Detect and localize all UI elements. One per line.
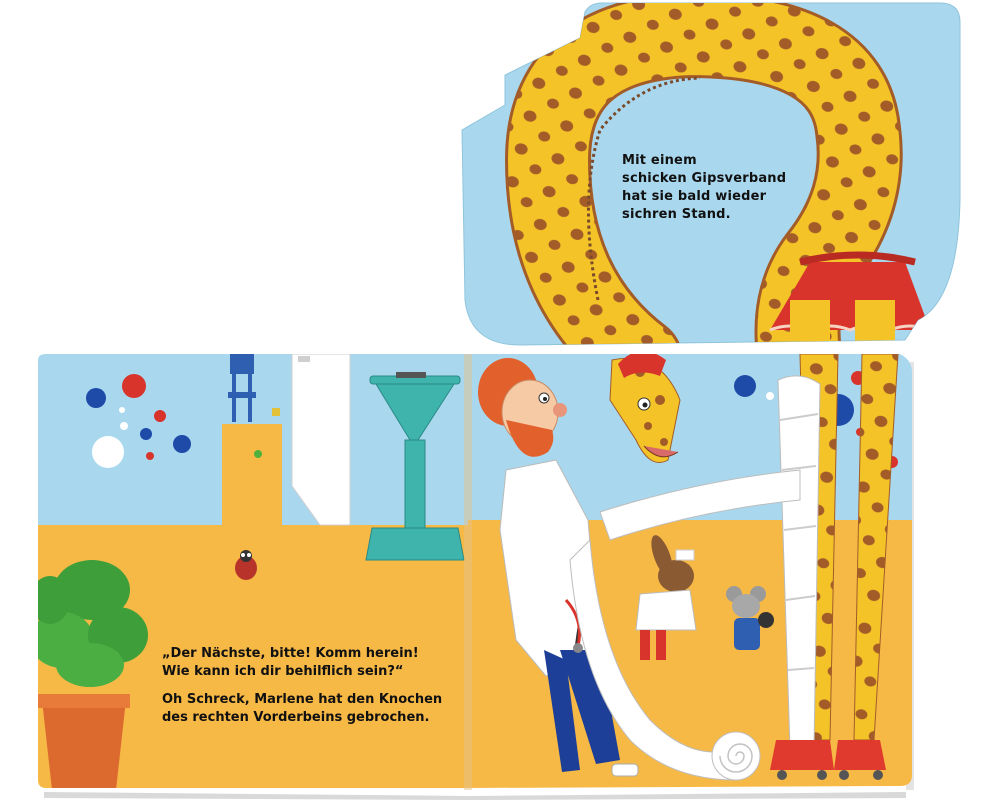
- flap-text-line: sichren Stand.: [622, 207, 731, 222]
- flap-text-line: schicken Gipsverband: [622, 171, 787, 186]
- mouse-figure: [726, 586, 774, 650]
- bandage-roll: [569, 469, 801, 781]
- hallway: [222, 354, 351, 530]
- story-text-line: des rechten Vorderbeins gebrochen.: [162, 710, 430, 725]
- story-text-line: Oh Schreck, Marlene hat den Knochen: [162, 692, 443, 707]
- book-gutter: [464, 354, 472, 790]
- medical-scale: [365, 372, 465, 561]
- right-page: [468, 354, 912, 788]
- flap-text-line: Mit einem: [622, 153, 697, 168]
- giraffe-head: [609, 354, 681, 463]
- small-bug-figure: [235, 550, 257, 580]
- doctor-figure: [478, 358, 639, 777]
- wall-dots: [86, 374, 191, 468]
- giraffe-flap: [461, 2, 961, 346]
- left-page-story-text: „Der Nächste, bitte! Komm herein! Wie ka…: [162, 645, 442, 727]
- narration-paragraph: Oh Schreck, Marlene hat den Knochen des …: [162, 691, 442, 727]
- dialogue-paragraph: „Der Nächste, bitte! Komm herein! Wie ka…: [162, 645, 442, 681]
- left-page: [38, 354, 468, 788]
- story-text-line: Wie kann ich dir behilflich sein?“: [162, 664, 404, 679]
- potted-plant: [38, 560, 148, 788]
- story-text-line: „Der Nächste, bitte! Komm herein!: [162, 646, 419, 661]
- flap-story-text: Mit einem schicken Gipsverband hat sie b…: [622, 152, 786, 224]
- rabbit-nurse-figure: [635, 535, 697, 660]
- flap-text-line: hat sie bald wieder: [622, 189, 767, 204]
- giraffe-legs: [770, 354, 899, 780]
